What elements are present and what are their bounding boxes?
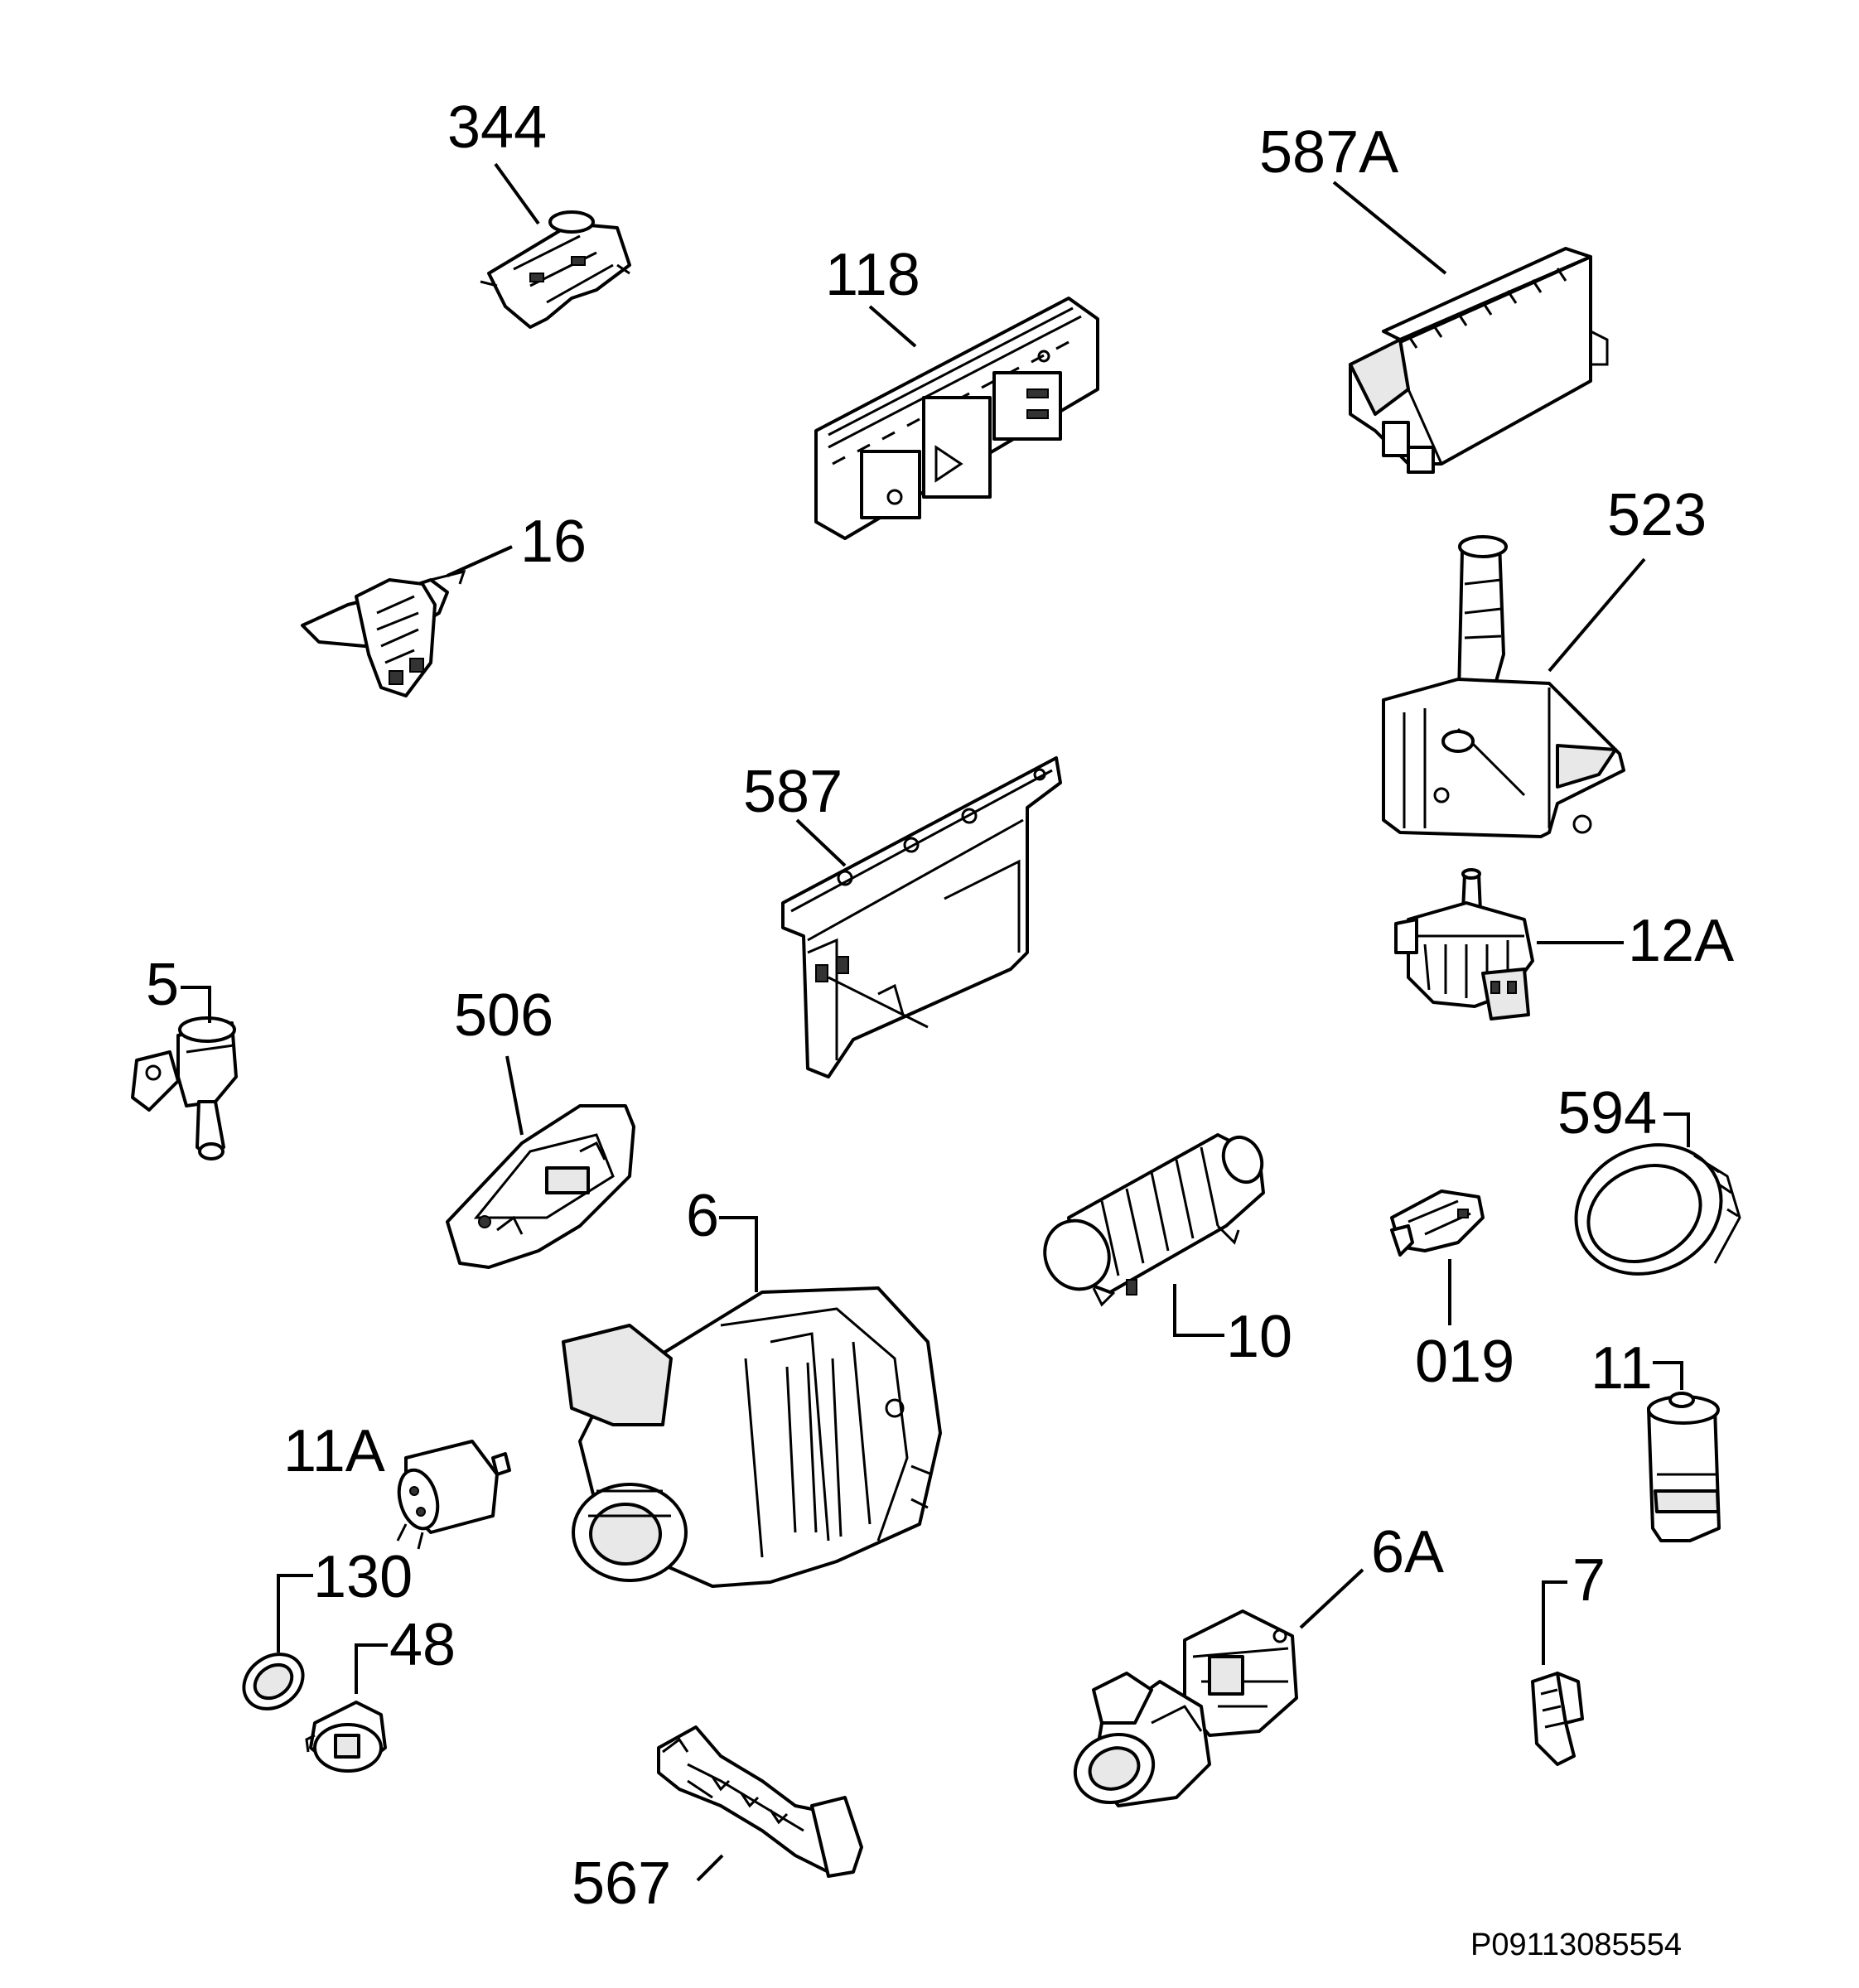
label-506: 506 [454, 982, 553, 1049]
part-567-hose-bracket [657, 1725, 863, 1878]
part-5-inlet-valve [131, 1016, 238, 1160]
label-11a: 11A [283, 1418, 385, 1484]
part-48-plug [305, 1701, 387, 1773]
leader-587a [1332, 181, 1447, 275]
part-587a-module [1349, 247, 1609, 474]
reference-code: P09113085554 [1470, 1928, 1682, 1962]
part-130-seal-ring [242, 1653, 305, 1711]
label-587: 587 [743, 759, 843, 825]
part-11a-capacitor [396, 1440, 511, 1550]
leader-5 [181, 986, 211, 1023]
label-594: 594 [1557, 1080, 1657, 1146]
leader-594 [1663, 1112, 1690, 1147]
label-7: 7 [1572, 1547, 1606, 1614]
part-118-control-board [814, 297, 1099, 540]
label-019: 019 [1415, 1329, 1514, 1395]
leader-130 [277, 1574, 313, 1653]
leader-10 [1173, 1284, 1224, 1337]
label-6a: 6A [1371, 1519, 1444, 1585]
part-7-clip [1531, 1672, 1584, 1766]
part-587-bracket [781, 756, 1062, 1078]
part-10-heater [1043, 1133, 1265, 1307]
label-130: 130 [313, 1544, 413, 1610]
part-019-connector [1390, 1189, 1485, 1257]
label-5: 5 [146, 952, 179, 1018]
part-12a-pressure-switch [1394, 868, 1534, 1021]
label-48: 48 [389, 1612, 456, 1678]
leader-523 [1548, 557, 1646, 673]
label-12a: 12A [1628, 908, 1734, 974]
label-344: 344 [447, 94, 547, 161]
label-10: 10 [1226, 1304, 1292, 1370]
part-506-cover [446, 1104, 635, 1269]
label-567: 567 [572, 1850, 671, 1917]
part-16-door-lock [301, 569, 466, 697]
leader-6 [719, 1216, 758, 1292]
leader-7 [1542, 1580, 1567, 1665]
label-11: 11 [1591, 1335, 1653, 1402]
label-523: 523 [1607, 482, 1707, 548]
part-11-capacitor [1647, 1392, 1721, 1542]
leader-118 [868, 305, 917, 348]
label-16: 16 [520, 509, 587, 575]
part-594-cap [1574, 1143, 1741, 1276]
leader-567 [696, 1854, 724, 1882]
leader-16 [447, 545, 513, 577]
part-523-sensor [1382, 535, 1625, 838]
leader-344 [494, 162, 540, 225]
part-6-circulation-pump [562, 1286, 942, 1588]
leader-48 [355, 1643, 388, 1694]
label-6: 6 [686, 1183, 719, 1249]
leader-11 [1653, 1361, 1683, 1390]
label-587a: 587A [1259, 119, 1398, 186]
leader-587 [795, 818, 847, 867]
leader-506 [505, 1055, 524, 1136]
leader-6a [1299, 1568, 1364, 1629]
part-344-clip [480, 210, 631, 329]
label-118: 118 [825, 242, 920, 308]
part-6a-drain-pump [1073, 1609, 1298, 1807]
